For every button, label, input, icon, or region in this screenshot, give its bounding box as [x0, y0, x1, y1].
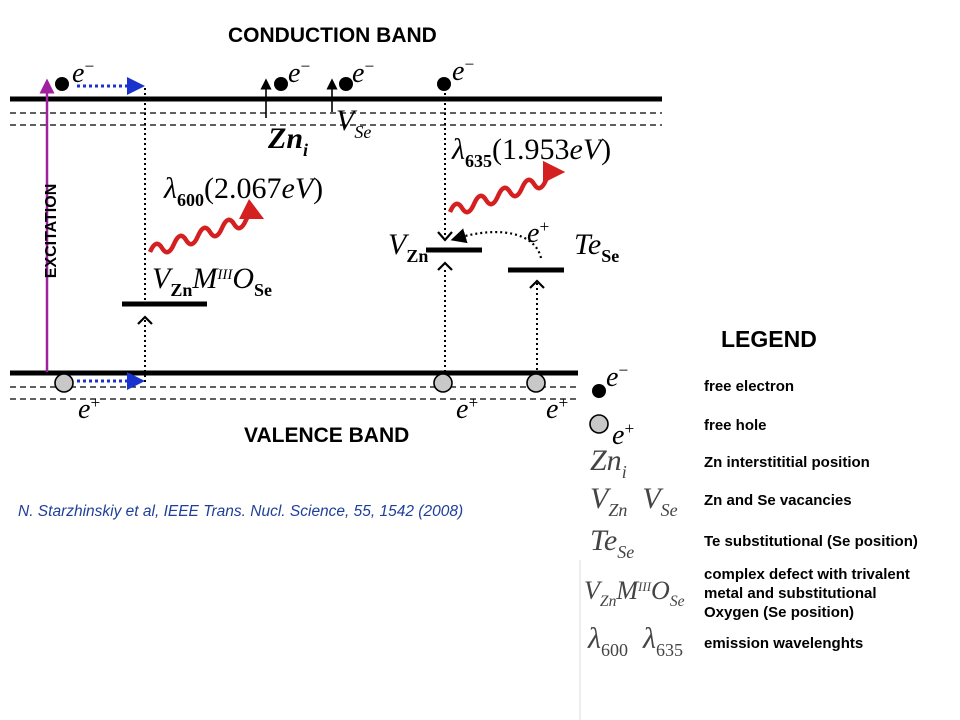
chevron-up-icon [437, 261, 453, 271]
legend-item-emission: emission wavelenghts [704, 635, 864, 652]
electron-label: e− [72, 56, 95, 89]
hole-label: e+ [78, 392, 101, 425]
hole-label: e+ [546, 392, 569, 425]
legend-emission-symbols: λ600 λ635 [588, 622, 683, 661]
electron-icon [339, 77, 353, 91]
emission-wave-600 [147, 198, 265, 255]
legend-zn-interstitial-symbol: Zni [590, 444, 627, 483]
legend-item-zn-interstitial: Zn interstititial position [704, 454, 870, 471]
electron-icon [55, 77, 69, 91]
chevron-down-icon [437, 231, 453, 242]
legend-vacancy-symbols: VZn VSe [590, 482, 678, 521]
te-substitutional-label: TeSe [574, 228, 620, 267]
complex-defect-label: VZnMIIIOSe [152, 262, 273, 301]
hole-transfer-arrow [450, 228, 543, 259]
legend-item-free-hole: free hole [704, 417, 767, 434]
legend-tese-symbol: TeSe [590, 524, 635, 563]
zn-vacancy-label: VZn [388, 228, 429, 267]
legend-item-free-electron: free electron [704, 378, 795, 395]
legend-hole-icon [589, 414, 609, 434]
legend-item-te-substitutional: Te substitutional (Se position) [704, 533, 918, 550]
hole-icon [433, 373, 453, 393]
emission-wave-635 [447, 160, 566, 215]
hole-label: e+ [527, 216, 550, 249]
chevron-up-icon [529, 279, 545, 289]
legend-complex-defect-symbol: VZnMIIIOSe [584, 576, 685, 611]
emission-600-label: λ600(2.067eV) [164, 172, 324, 211]
legend-complex-line-1: complex defect with trivalent [704, 566, 910, 583]
hole-icon [54, 373, 74, 393]
legend-electron-icon [592, 384, 606, 398]
hole-icon [526, 373, 546, 393]
legend-electron-label: e− [606, 360, 629, 393]
electron-icon [437, 77, 451, 91]
electron-label: e− [352, 56, 375, 89]
hole-label: e+ [456, 392, 479, 425]
electron-label: e− [452, 54, 475, 87]
se-vacancy-label: VSe [336, 104, 372, 143]
conduction-band-title: CONDUCTION BAND [228, 24, 437, 47]
excitation-label: EXCITATION [43, 183, 60, 279]
legend-item-vacancies: Zn and Se vacancies [704, 492, 852, 509]
electron-label: e− [288, 56, 311, 89]
legend-hole-label: e+ [612, 418, 635, 451]
chevron-up-icon [137, 315, 153, 325]
citation: N. Starzhinskiy et al, IEEE Trans. Nucl.… [18, 503, 464, 520]
valence-band-title: VALENCE BAND [244, 424, 410, 447]
emission-635-label: λ635(1.953eV) [452, 133, 612, 172]
legend-complex-line-3: Oxygen (Se position) [704, 604, 855, 621]
electron-icon [274, 77, 288, 91]
zn-interstitial-label: Zni [268, 122, 309, 161]
legend-item-complex-defect: complex defect with trivalent metal and … [704, 565, 910, 622]
legend-title: LEGEND [721, 326, 817, 352]
legend-complex-line-2: metal and substitutional [704, 585, 877, 602]
